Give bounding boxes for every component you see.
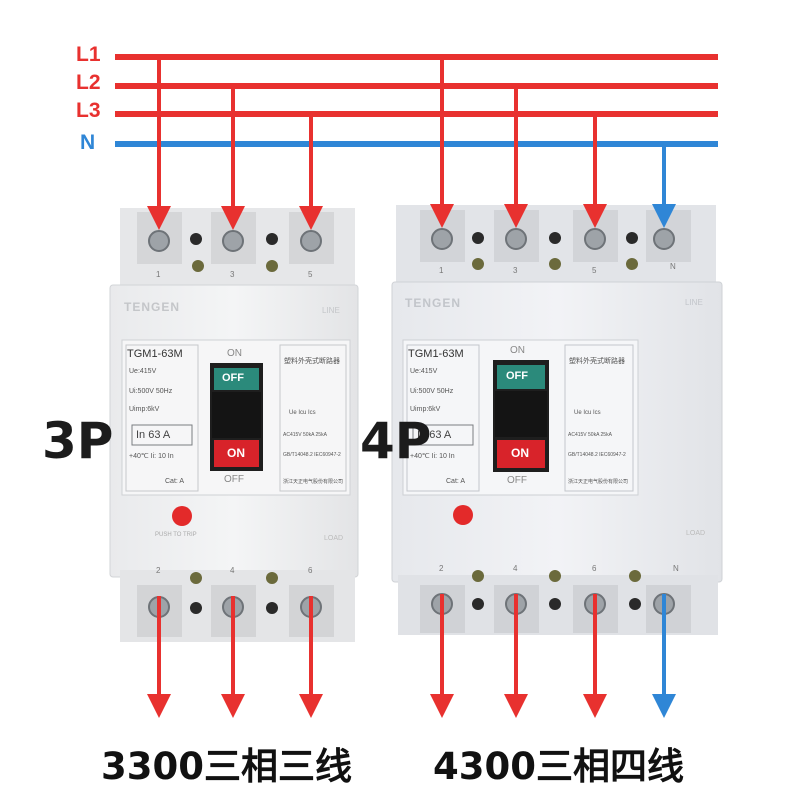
col-headers-3p: Ue Icu Ics [289, 410, 316, 416]
off-button-4p[interactable]: OFF [506, 370, 528, 382]
line-mark-4p: LINE [685, 298, 703, 307]
model-3p: TGM1-63M [127, 348, 183, 360]
terminal-3p-bottom-4: 4 [230, 566, 235, 575]
rating-4p: In 63 A [417, 429, 452, 441]
spec-ui-3p: Ui:500V 50Hz [129, 388, 173, 395]
standard-4p: GB/T14048.2 IEC60947-2 [568, 452, 626, 458]
terminal-4p-bottom-4: 4 [513, 564, 518, 573]
on-mark-3p: ON [227, 348, 242, 359]
wire-label-l3: L3 [76, 99, 101, 122]
load-mark-4p: LOAD [686, 530, 706, 537]
terminal-4p-bottom-2: 2 [439, 564, 444, 573]
col-headers-4p: Ue Icu Ics [574, 410, 601, 416]
type-label-3p: 3P [42, 412, 114, 470]
type-label-4p: 4P [360, 412, 432, 470]
rating-3p: In 63 A [136, 429, 171, 441]
input-arrows [147, 57, 676, 230]
terminal-4p-top-n: N [670, 262, 676, 271]
product-name-4p: 塑料外壳式断路器 [569, 358, 625, 365]
output-arrows [147, 594, 676, 718]
category-3p: Cat: A [165, 478, 185, 485]
col-values-3p: AC415V 50kA 25kA [283, 432, 327, 438]
product-name-3p: 塑料外壳式断路器 [284, 358, 340, 365]
push-to-trip-3p: PUSH TO TRIP [155, 532, 197, 538]
terminal-4p-top-1: 1 [439, 266, 444, 275]
spec-ui-4p: Ui:500V 50Hz [410, 388, 454, 395]
off-button-3p[interactable]: OFF [222, 372, 244, 384]
caption-3p: 3300三相三线 [101, 745, 352, 788]
brand-4p: TENGEN [405, 296, 462, 310]
maker-4p: 浙江天正电气股份有限公司 [568, 479, 629, 485]
spec-uimp-4p: Uimp:6kV [410, 406, 441, 413]
wire-label-n: N [80, 131, 96, 154]
wire-label-l2: L2 [76, 71, 101, 94]
on-mark-4p: ON [510, 345, 525, 356]
maker-3p: 浙江天正电气股份有限公司 [283, 479, 344, 485]
load-mark-3p: LOAD [324, 535, 344, 542]
spec-ue-3p: Ue:415V [129, 368, 157, 375]
terminal-3p-top-3: 3 [230, 270, 235, 279]
temp-4p: +40℃ Ii: 10 In [410, 453, 455, 460]
terminal-4p-bottom-6: 6 [592, 564, 597, 573]
temp-3p: +40℃ Ii: 10 In [129, 453, 174, 460]
off-mark-3p: OFF [224, 474, 244, 485]
model-4p: TGM1-63M [408, 348, 464, 360]
caption-4p: 4300三相四线 [433, 745, 684, 788]
terminal-3p-top-1: 1 [156, 270, 161, 279]
line-mark-3p: LINE [322, 306, 340, 315]
brand-3p: TENGEN [124, 300, 181, 314]
terminal-4p-bottom-n: N [673, 564, 679, 573]
category-4p: Cat: A [446, 478, 466, 485]
terminal-3p-bottom-6: 6 [308, 566, 313, 575]
on-button-3p[interactable]: ON [227, 446, 245, 460]
spec-ue-4p: Ue:415V [410, 368, 438, 375]
off-mark-4p: OFF [507, 475, 527, 486]
standard-3p: GB/T14048.2 IEC60947-2 [283, 452, 341, 458]
terminal-4p-top-3: 3 [513, 266, 518, 275]
terminal-3p-top-5: 5 [308, 270, 313, 279]
terminal-4p-top-5: 5 [592, 266, 597, 275]
col-values-4p: AC415V 50kA 25kA [568, 432, 612, 438]
terminal-3p-bottom-2: 2 [156, 566, 161, 575]
on-button-4p[interactable]: ON [511, 446, 529, 460]
wire-label-l1: L1 [76, 43, 101, 66]
spec-uimp-3p: Uimp:6kV [129, 406, 160, 413]
